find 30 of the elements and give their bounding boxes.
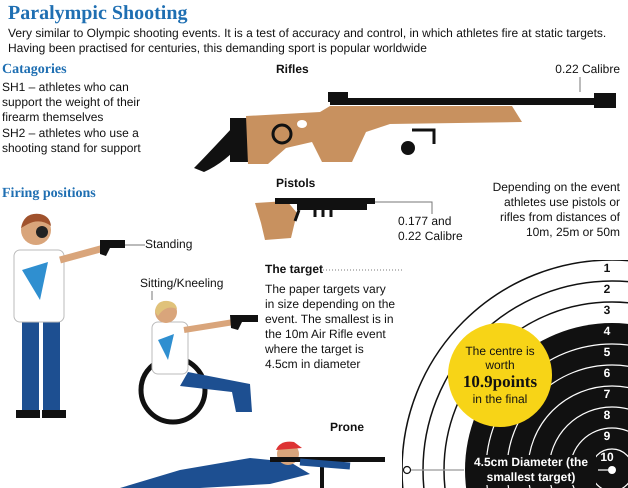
- leader-line: [374, 202, 432, 214]
- ring-number: 6: [602, 366, 612, 381]
- info-paragraph: Depending on the event athletes use pistols or rifles from distances of 10m, 25m or 50m: [492, 180, 620, 240]
- ring-number: 4: [602, 324, 612, 339]
- intro-paragraph: Very similar to Olympic shooting events. It is a test of accuracy and control, in which athletes fire at static targets. Having been practised for centuries, this demanding sport is popular worldwide: [8, 26, 608, 56]
- position-label: Prone: [330, 420, 364, 435]
- ring-number: 7: [602, 387, 612, 402]
- category-description: SH1 – athletes who can support the weight of their firearm themselves: [2, 80, 142, 125]
- ring-number: 9: [602, 429, 612, 444]
- category-description: SH2 – athletes who use a shooting stand for support: [2, 126, 142, 156]
- ring-number: 3: [602, 303, 612, 318]
- callout-label: 0.22 Calibre: [538, 62, 620, 77]
- section-label: Pistols: [276, 176, 316, 191]
- ring-number: 1: [602, 261, 612, 276]
- score-callout-circle: The centre is worth 10.9points in the final: [448, 323, 552, 427]
- ring-number: 5: [602, 345, 612, 360]
- callout-label: Standing: [145, 237, 192, 252]
- ring-number: 8: [602, 408, 612, 423]
- callout-label: The target: [265, 262, 324, 277]
- ring-number: 2: [602, 282, 612, 297]
- title: Paralympic Shooting: [8, 2, 188, 24]
- callout-label: Sitting/Kneeling: [140, 276, 224, 291]
- target-drawing: [402, 260, 628, 488]
- ring-number: 10: [599, 450, 615, 465]
- section-label: Rifles: [276, 62, 309, 77]
- callout-label: 0.177 and 0.22 Calibre: [398, 214, 472, 244]
- info-paragraph: The paper targets vary in size depending on the event. The smallest is in the 10m Air Rifle event where the target is 4.5cm in diameter: [265, 282, 396, 372]
- leader-line: [124, 244, 146, 246]
- section-heading: Catagories: [2, 62, 67, 78]
- section-heading: Firing positions: [2, 186, 96, 202]
